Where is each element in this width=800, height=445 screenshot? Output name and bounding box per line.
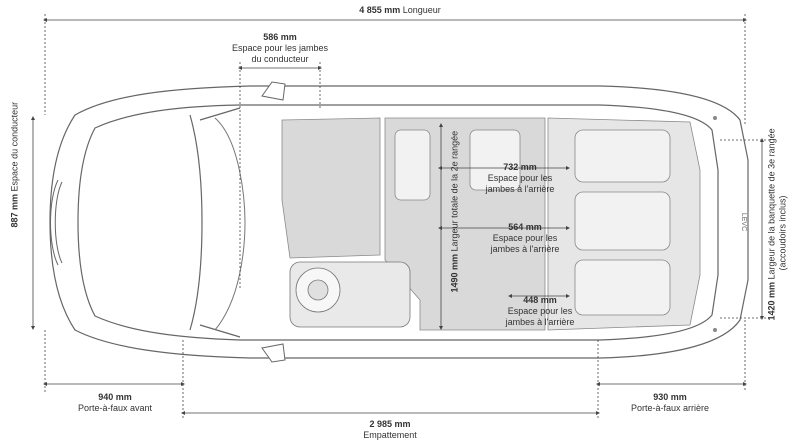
driver-legroom-value: 586 mm [263, 32, 297, 42]
badge-text: LEVC [740, 213, 747, 231]
rear-legroom-1-label: 732 mm Espace pour les jambes à l'arrièr… [470, 162, 570, 195]
driver-legroom-label: 586 mm Espace pour les jambes du conduct… [220, 32, 340, 65]
second-row-width-text: Largeur totale de la 2e rangée [449, 130, 460, 252]
left-mirror [261, 81, 286, 101]
rear-legroom-2-text-2: jambes à l'arrière [490, 244, 560, 254]
rear-legroom-1-text-1: Espace pour les [487, 173, 553, 183]
length-value: 4 855 mm [359, 5, 401, 15]
driver-space-text: Espace du conducteur [9, 101, 20, 192]
rear-overhang-text: Porte-à-faux arrière [630, 403, 710, 413]
front-overhang-label: 940 mm Porte-à-faux avant [55, 392, 175, 414]
front-overhang-value: 940 mm [98, 392, 132, 402]
length-text: Longueur [402, 5, 441, 15]
rear-overhang-value: 930 mm [653, 392, 687, 402]
right-mirror [261, 343, 286, 363]
rear-overhang-label: 930 mm Porte-à-faux arrière [610, 392, 730, 414]
driver-legroom-text-1: Espace pour les jambes [231, 43, 329, 53]
wheelbase-value: 2 985 mm [369, 419, 411, 429]
third-row-width-text-2: (accoudoirs inclus) [777, 195, 788, 271]
driver-legroom-text-2: du conducteur [251, 54, 309, 64]
rear-seats [394, 129, 671, 316]
driver-space-label: 887 mm Espace du conducteur [9, 102, 21, 228]
rear-light-marks [713, 116, 717, 332]
second-row-width-label: 1490 mm Largeur totale de la 2e rangée [449, 131, 461, 293]
rear-legroom-3-label: 448 mm Espace pour les jambes à l'arrièr… [490, 295, 590, 328]
wheelbase-label: 2 985 mm Empattement [330, 419, 450, 441]
rear-legroom-3-text-1: Espace pour les [507, 306, 573, 316]
third-row-width-value: 1420 mm [766, 281, 777, 321]
driver-space-value: 887 mm [9, 193, 20, 228]
driver-area [289, 261, 411, 328]
rear-legroom-2-value: 564 mm [508, 222, 542, 232]
dashboard [214, 117, 246, 331]
third-row-width-text-1: Largeur de la banquette de 3e rangée [766, 128, 777, 280]
rear-legroom-3-value: 448 mm [523, 295, 557, 305]
front-grille [50, 179, 63, 266]
rear-legroom-1-value: 732 mm [503, 162, 537, 172]
rear-legroom-1-text-2: jambes à l'arrière [485, 184, 555, 194]
third-row-width-label: 1420 mm Largeur de la banquette de 3e ra… [766, 128, 789, 321]
second-row-width-value: 1490 mm [449, 253, 460, 293]
rear-legroom-3-text-2: jambes à l'arrière [505, 317, 575, 327]
front-overhang-text: Porte-à-faux avant [77, 403, 153, 413]
wheelbase-text: Empattement [363, 430, 417, 440]
rear-legroom-2-label: 564 mm Espace pour les jambes à l'arrièr… [475, 222, 575, 255]
length-label: 4 855 mm Longueur [330, 5, 470, 16]
rear-legroom-2-text-1: Espace pour les [492, 233, 558, 243]
